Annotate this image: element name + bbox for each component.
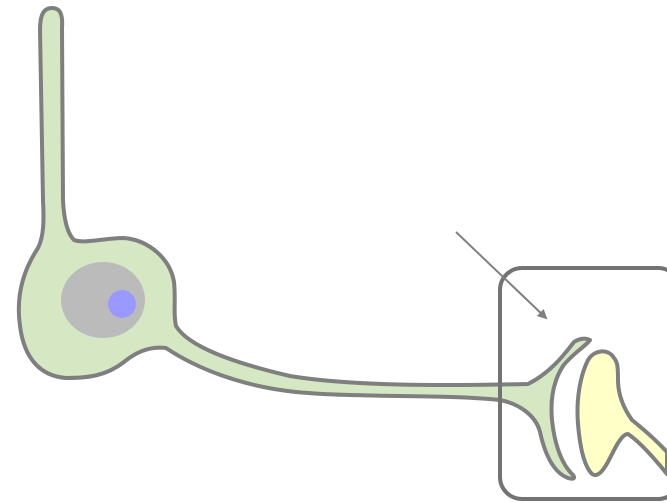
neuron-nucleolus	[108, 290, 136, 318]
